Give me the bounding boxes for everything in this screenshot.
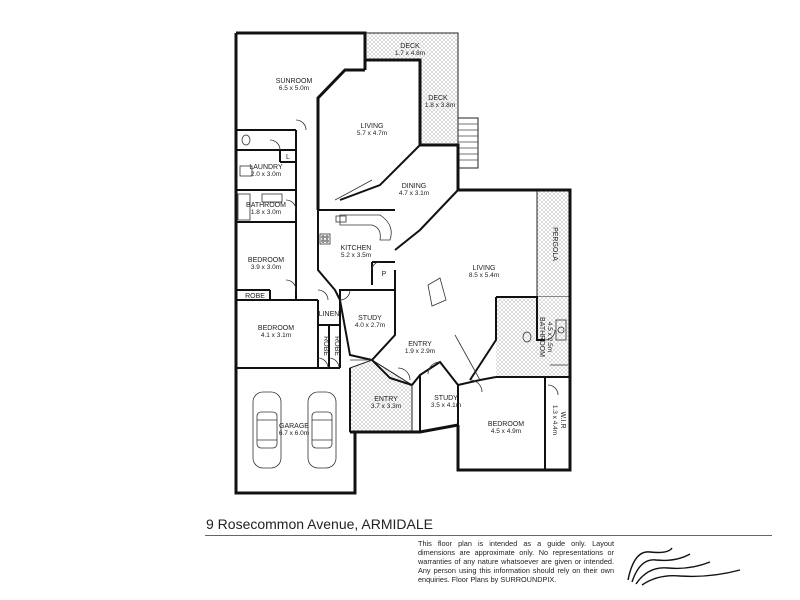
label-robe-b: ROBE — [333, 336, 340, 356]
stair-treads — [458, 123, 478, 161]
dims-entry-porch: 3.7 x 3.3m — [371, 403, 401, 410]
surroundpix-logo — [627, 547, 741, 586]
label-pantry: P — [382, 271, 387, 278]
toilet-west — [241, 134, 251, 146]
dims-bedroom-middle: 4.1 x 3.1m — [261, 332, 291, 339]
label-sunroom: SUNROOM — [276, 78, 313, 85]
dims-bedroom-west: 3.9 x 3.0m — [251, 264, 281, 271]
label-bedroom-west: BEDROOM — [248, 257, 284, 264]
label-living-east: LIVING — [473, 265, 496, 272]
dims-bedroom-east: 4.5 x 4.9m — [491, 428, 521, 435]
label-living-main: LIVING — [361, 123, 384, 130]
door-swings — [269, 119, 559, 396]
dims-study-south: 3.5 x 4.1m — [431, 402, 461, 409]
label-dining: DINING — [402, 183, 427, 190]
bathroom-east-floor — [496, 297, 570, 377]
disclaimer-text: This floor plan is intended as a guide o… — [418, 539, 614, 584]
dims-living-main: 5.7 x 4.7m — [357, 130, 387, 137]
property-address: 9 Rosecommon Avenue, ARMIDALE — [206, 516, 433, 532]
label-deck-top: DECK — [400, 43, 420, 50]
label-kitchen: KITCHEN — [341, 245, 372, 252]
label-deck-side: DECK — [428, 95, 448, 102]
footer-divider — [205, 535, 772, 536]
dims-living-east: 8.5 x 5.4m — [469, 272, 499, 279]
kitchen-cooktop — [319, 233, 331, 245]
label-entry-hall: ENTRY — [408, 341, 432, 348]
internal-walls — [235, 69, 570, 493]
car-left — [252, 391, 282, 469]
dims-bathroom-east: 4.5 x 2.5m — [546, 322, 553, 352]
dims-bathroom-west: 1.8 x 3.0m — [251, 209, 281, 216]
toilet-east — [522, 331, 532, 343]
dims-kitchen: 5.2 x 3.5m — [341, 252, 371, 259]
dims-sunroom: 6.5 x 5.0m — [279, 85, 309, 92]
room-labels: SUNROOM 6.5 x 5.0m DECK 1.7 x 4.8m DECK … — [245, 43, 566, 437]
label-bathroom-west: BATHROOM — [246, 202, 286, 209]
label-garage: GARAGE — [279, 423, 309, 430]
label-robe-a: ROBE — [322, 336, 329, 356]
kitchen-sink — [335, 215, 347, 223]
dims-garage: 6.7 x 6.0m — [279, 430, 309, 437]
label-bedroom-middle: BEDROOM — [258, 325, 294, 332]
label-study-north: STUDY — [358, 315, 382, 322]
living-fireplace — [427, 277, 447, 307]
label-robe-west: ROBE — [245, 293, 265, 300]
dims-laundry: 2.0 x 3.0m — [251, 171, 281, 178]
vanity-west — [261, 193, 283, 203]
car-right — [307, 391, 337, 469]
deck-stairs — [457, 117, 479, 169]
label-pergola: PERGOLA — [551, 227, 558, 261]
dims-wir: 1.3 x 4.4m — [551, 405, 558, 435]
label-study-south: STUDY — [434, 395, 458, 402]
label-wir: W.I.R — [559, 411, 566, 428]
floor-plan: SUNROOM 6.5 x 5.0m DECK 1.7 x 4.8m DECK … — [234, 31, 572, 495]
label-entry-porch: ENTRY — [374, 396, 398, 403]
walls — [234, 31, 572, 495]
dims-entry-hall: 1.9 x 2.9m — [405, 348, 435, 355]
dims-deck-top: 1.7 x 4.8m — [395, 50, 425, 57]
laundry-tub — [239, 165, 253, 177]
label-linen: LINEN — [319, 311, 340, 318]
pergola-area — [536, 189, 571, 298]
kitchen-island — [339, 214, 392, 241]
dims-deck-side: 1.8 x 3.8m — [425, 102, 455, 109]
label-laundry: LAUNDRY — [249, 164, 283, 171]
label-bathroom-east: BATHROOM — [538, 317, 545, 357]
vanity-east — [555, 319, 567, 341]
dims-dining: 4.7 x 3.1m — [399, 190, 429, 197]
dims-study-north: 4.0 x 2.7m — [355, 322, 385, 329]
label-linen-cupboard: L — [286, 154, 290, 161]
bathtub-west — [237, 193, 251, 221]
garage-cars — [252, 391, 337, 469]
label-bedroom-east: BEDROOM — [488, 421, 524, 428]
fixtures — [237, 134, 568, 366]
